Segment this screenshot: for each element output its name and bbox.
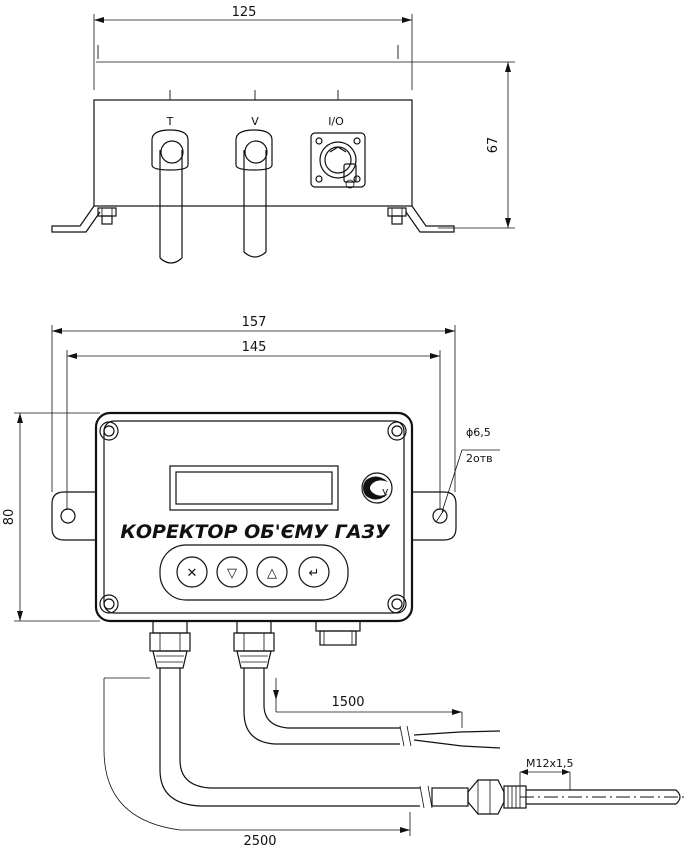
enter-button[interactable]: ↵ [298,556,330,588]
cancel-icon: ✕ [187,566,198,581]
mount-ear-right [412,491,457,541]
corner-screws [99,421,407,614]
gland-bottom-1 [149,620,191,669]
down-button[interactable]: ▽ [216,556,248,588]
top-view: 125 67 T V [51,5,515,264]
hole-count-label: 2отв [466,452,493,465]
keypad-panel [159,544,349,601]
port-v-label: V [251,115,259,128]
logo-letter: у [382,485,389,498]
cable-length-1500: 1500 [331,695,364,710]
front-view: 157 145 80 ϕ6,5 2отв [2,315,688,849]
arrow-down-icon: ▽ [227,566,237,581]
cancel-button[interactable]: ✕ [176,556,208,588]
gland-t [151,129,189,264]
front-housing [94,411,414,623]
connector-bottom [315,620,361,646]
port-t-label: T [166,115,174,128]
device-title: КОРЕКТОР ОБ'ЄМУ ГАЗУ [120,521,391,543]
overall-width-dim: 157 [242,315,267,330]
gland-v [235,129,273,258]
enter-icon: ↵ [309,566,320,581]
mount-ear-left [51,491,96,541]
arrow-up-icon: △ [267,566,277,581]
cable-length-2500: 2500 [243,834,276,849]
logo: у [361,472,393,504]
hole-diameter-label: ϕ6,5 [466,426,491,439]
lcd-display [169,465,339,511]
mount-width-dim: 145 [242,340,267,355]
top-width-dim: 125 [232,5,257,20]
bolt-right [387,207,407,225]
top-housing [93,99,413,207]
io-connector [310,132,366,189]
port-io-label: I/O [328,115,344,128]
thread-label: M12x1,5 [526,757,574,770]
temperature-probe [431,779,688,815]
front-height-dim: 80 [2,509,17,526]
up-button[interactable]: △ [256,556,288,588]
bolt-left [97,207,117,225]
top-height-dim: 67 [486,137,501,154]
gland-bottom-2 [233,620,275,669]
